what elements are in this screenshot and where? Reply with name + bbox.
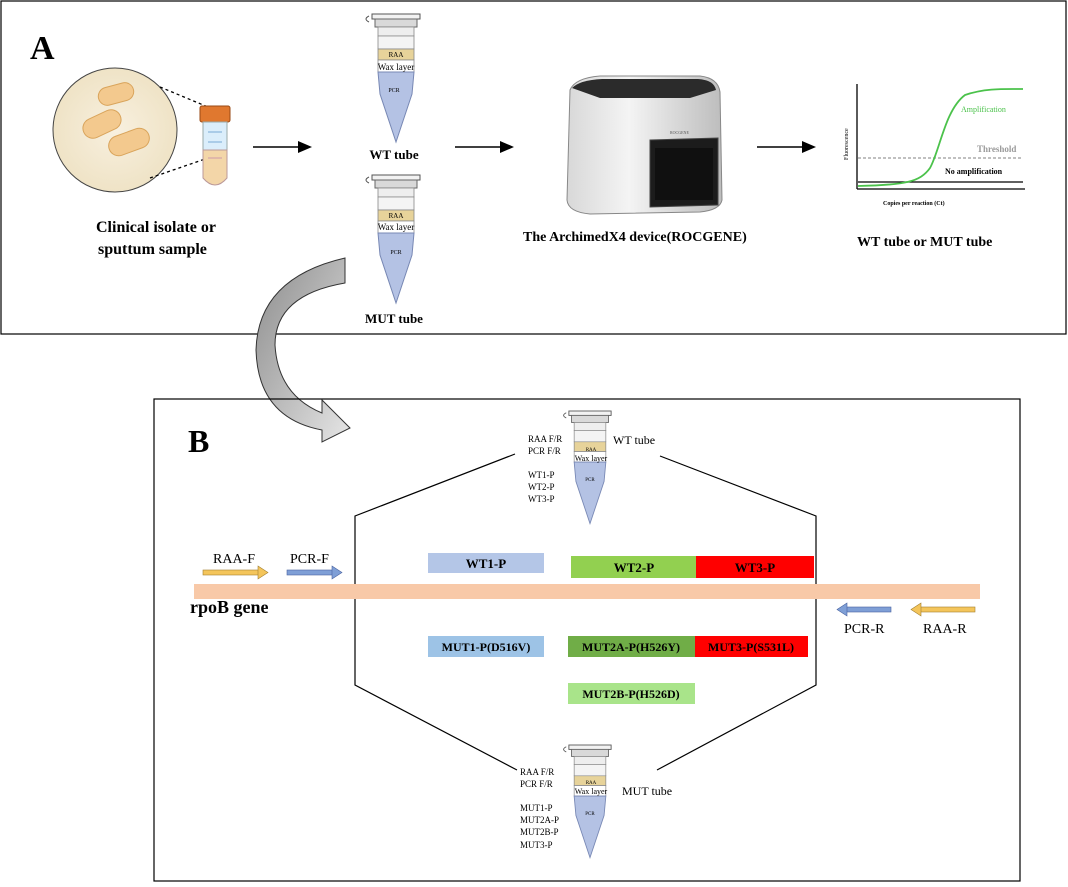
mut3-probe-box (695, 636, 808, 657)
sample-label-line1: Clinical isolate or (96, 219, 216, 236)
mut2b-probe-box (568, 683, 695, 704)
bottom-tube-pcr: PCR (585, 812, 595, 817)
bottom-tube-raa: RAA (586, 781, 597, 786)
top-tube-label: WT tube (613, 433, 655, 447)
amplification-text: Amplification (961, 105, 1006, 114)
pcr-r-label: PCR-R (844, 622, 885, 637)
wt3-probe-box (696, 556, 814, 578)
process-arrow-2 (455, 141, 514, 153)
mut2b-probe-label: MUT2B-P(H526D) (582, 687, 679, 701)
wt1-probe-label: WT1-P (466, 556, 507, 571)
panel-b-letter: B (188, 423, 209, 459)
pcr-f-arrow (286, 565, 343, 580)
bottom-primer-2: PCR F/R (520, 779, 553, 789)
bottom-probe-2: MUT2A-P (520, 815, 559, 825)
bottom-mut-tube-icon (563, 744, 612, 859)
rpob-gene-label: rpoB gene (190, 597, 269, 617)
chart-x-label: Copies per reaction (Ct) (883, 200, 945, 207)
archimedx4-device-icon: ROCGENE (566, 75, 723, 215)
result-label: WT tube or MUT tube (857, 235, 992, 250)
process-arrow-1 (253, 141, 312, 153)
wt2-probe-label: WT2-P (614, 560, 655, 575)
wt3-probe-label: WT3-P (735, 560, 776, 575)
chart-y-label: Fluorescence (844, 128, 850, 160)
mut-tube-pcr-label: PCR (390, 250, 401, 256)
zoom-outline-right (656, 455, 817, 771)
raa-r-arrow (910, 602, 976, 617)
bottom-probe-4: MUT3-P (520, 840, 553, 850)
top-tube-raa: RAA (586, 448, 597, 453)
process-arrow-3 (757, 141, 816, 153)
top-tube-wax: Wax layer (575, 454, 608, 463)
bottom-tube-wax: Wax layer (575, 787, 608, 796)
pcr-r-arrow (836, 602, 892, 617)
wt-tube-pcr-label: PCR (388, 88, 399, 94)
sample-tube-icon (199, 105, 231, 186)
amplification-chart: Amplification Threshold No amplification… (844, 84, 1025, 207)
top-probe-3: WT3-P (528, 494, 555, 504)
sample-label-line2: sputtum sample (98, 241, 207, 258)
top-primer-2: PCR F/R (528, 446, 561, 456)
wt-tube-icon (365, 13, 421, 143)
top-tube-pcr: PCR (585, 478, 595, 483)
threshold-text: Threshold (977, 144, 1016, 154)
top-primer-1: RAA F/R (528, 434, 562, 444)
wt-tube-wax-label: Wax layer (378, 62, 415, 72)
mut-tube-raa-label: RAA (389, 212, 404, 220)
zoom-outline (354, 453, 518, 771)
mut1-probe-box (428, 636, 544, 657)
bottom-primer-1: RAA F/R (520, 767, 554, 777)
mut-tube-label: MUT tube (365, 311, 423, 326)
panel-a-frame (0, 0, 1067, 335)
top-probe-2: WT2-P (528, 482, 555, 492)
pcr-f-label: PCR-F (290, 552, 329, 567)
wt1-probe-box (428, 553, 544, 573)
mut-tube-wax-label: Wax layer (378, 222, 415, 232)
mut2a-probe-label: MUT2A-P(H526Y) (582, 640, 680, 654)
raa-r-label: RAA-R (923, 622, 967, 637)
mut1-probe-label: MUT1-P(D516V) (442, 640, 531, 654)
rpob-gene-bar (194, 584, 980, 599)
bottom-probe-3: MUT2B-P (520, 827, 559, 837)
mut2a-probe-box (568, 636, 695, 657)
mut-tube-icon (365, 174, 421, 304)
amplification-curve (857, 88, 1024, 187)
mut3-probe-label: MUT3-P(S531L) (708, 640, 794, 654)
wt2-probe-box (571, 556, 696, 578)
device-label: The ArchimedX4 device(ROCGENE) (523, 230, 747, 245)
bottom-probe-1: MUT1-P (520, 803, 553, 813)
no-amplification-text: No amplification (945, 167, 1003, 176)
device-brand-mark: ROCGENE (670, 130, 689, 135)
wt-tube-label: WT tube (369, 147, 418, 162)
bottom-tube-label: MUT tube (622, 784, 672, 798)
raa-f-arrow (202, 565, 269, 580)
panel-b-frame (153, 398, 1021, 882)
top-probe-1: WT1-P (528, 470, 555, 480)
wt-tube-raa-label: RAA (389, 51, 404, 59)
curved-transition-arrow (255, 257, 351, 443)
panel-a-letter: A (30, 30, 55, 67)
sample-dish (52, 67, 209, 193)
raa-f-label: RAA-F (213, 552, 255, 567)
top-wt-tube-icon (563, 410, 612, 525)
